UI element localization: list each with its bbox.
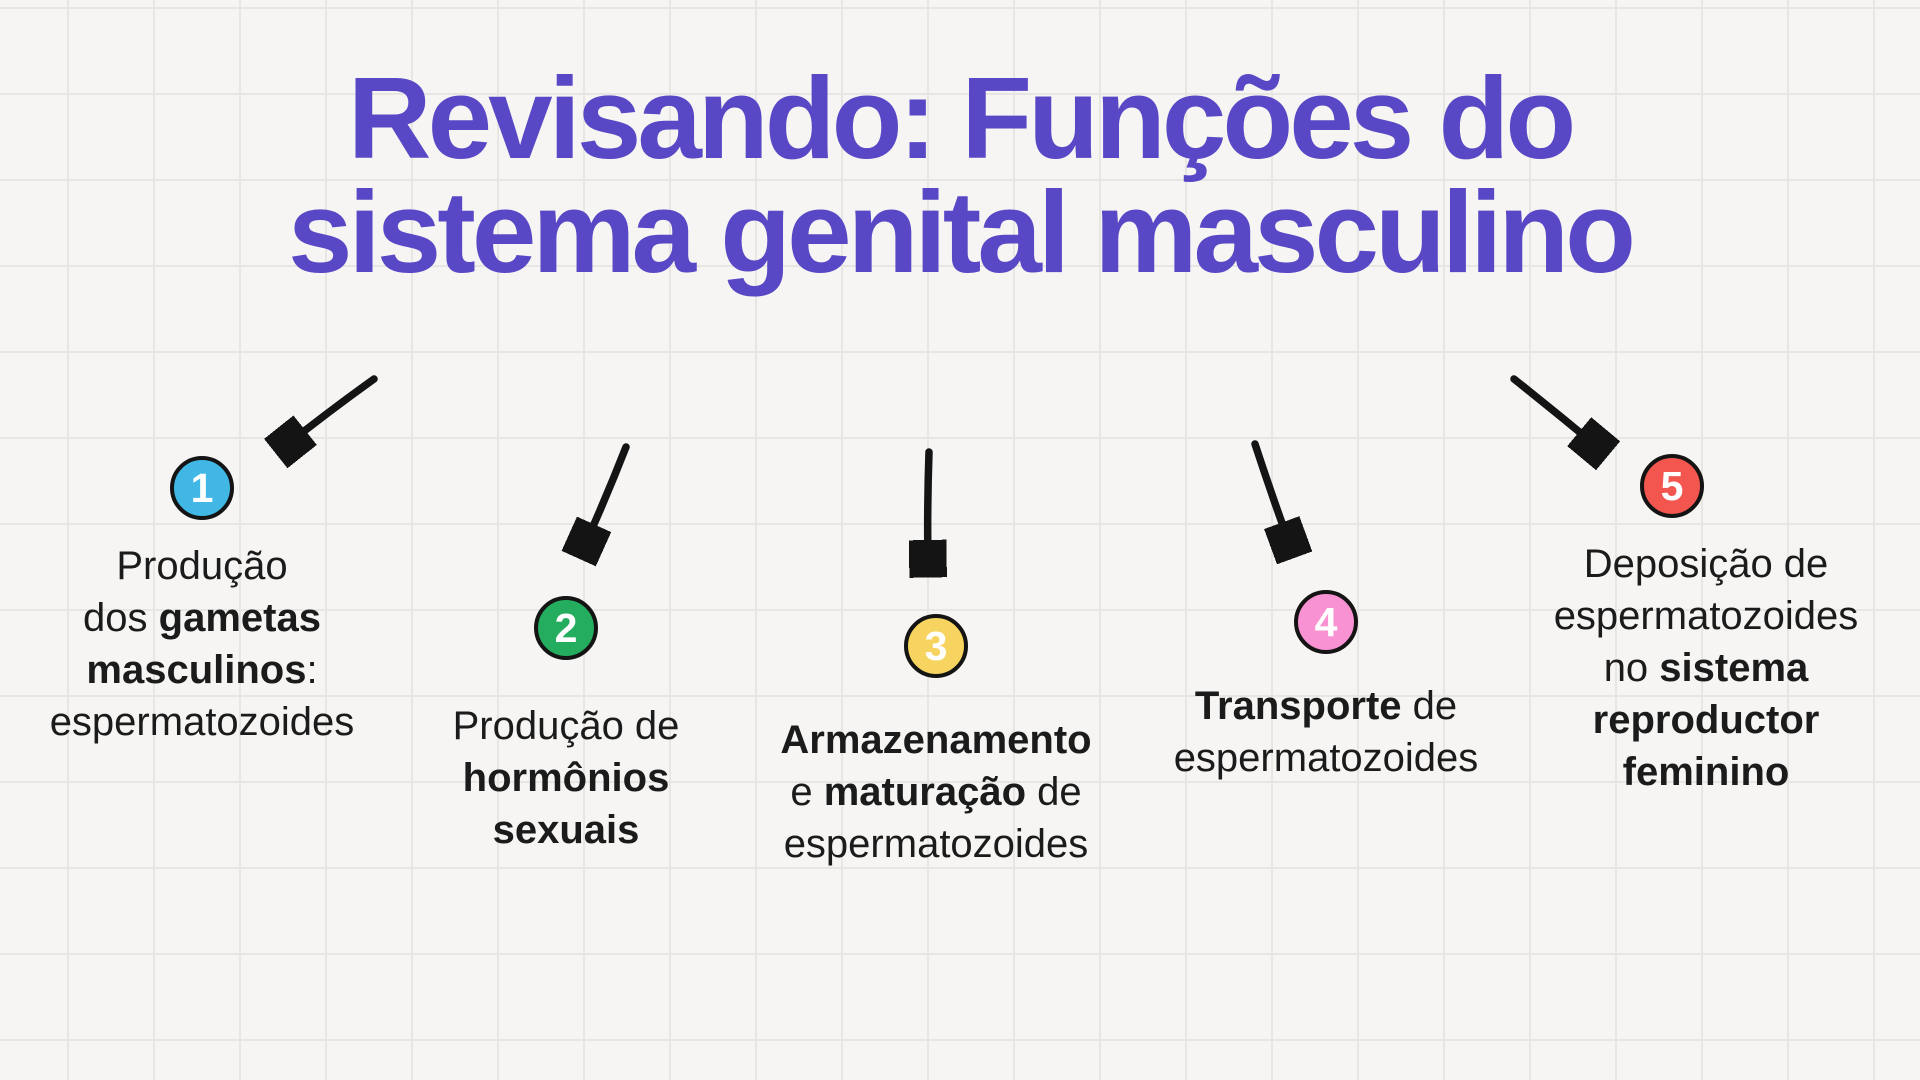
badge-number: 2: [554, 604, 578, 651]
badge-number: 1: [190, 464, 214, 511]
item-description: Transporte de espermatozoides: [1173, 684, 1479, 780]
arrow-down-left-1-icon: [284, 375, 378, 447]
number-badge: 5: [1640, 454, 1704, 518]
function-item-1: 1 Produção dos gametas masculinos: esper…: [0, 456, 407, 748]
function-item-4: 4 Transporte de espermatozoides: [1121, 590, 1531, 784]
arrow-down-left-2-icon: [583, 443, 630, 549]
number-badge: 4: [1294, 590, 1358, 654]
number-badge: 3: [904, 614, 968, 678]
item-description: Deposição de espermatozoides no sistema …: [1553, 542, 1859, 794]
function-item-5: 5 Deposição de espermatozoides no sistem…: [1457, 454, 1887, 798]
arrow-down-right-5-icon: [1510, 375, 1600, 449]
function-item-3: 3 Armazenamento e maturação de espermato…: [711, 614, 1161, 870]
badge-number: 4: [1314, 598, 1338, 645]
arrow-down-3-icon: [928, 448, 929, 567]
number-badge: 1: [170, 456, 234, 520]
item-description: Produção dos gametas masculinos: esperma…: [49, 544, 355, 744]
page-title-line2: sistema genital masculino: [287, 166, 1636, 297]
function-item-2: 2 Produção de hormônios sexuais: [396, 596, 736, 856]
number-badge: 2: [534, 596, 598, 660]
page-title-line1: Revisando: Funções do: [347, 53, 1576, 183]
item-description: Armazenamento e maturação de espermatozo…: [780, 718, 1092, 866]
badge-number: 3: [924, 622, 948, 669]
item-description: Produção de hormônios sexuais: [452, 704, 680, 852]
arrow-down-right-4-icon: [1251, 440, 1291, 548]
badge-number: 5: [1660, 462, 1684, 509]
